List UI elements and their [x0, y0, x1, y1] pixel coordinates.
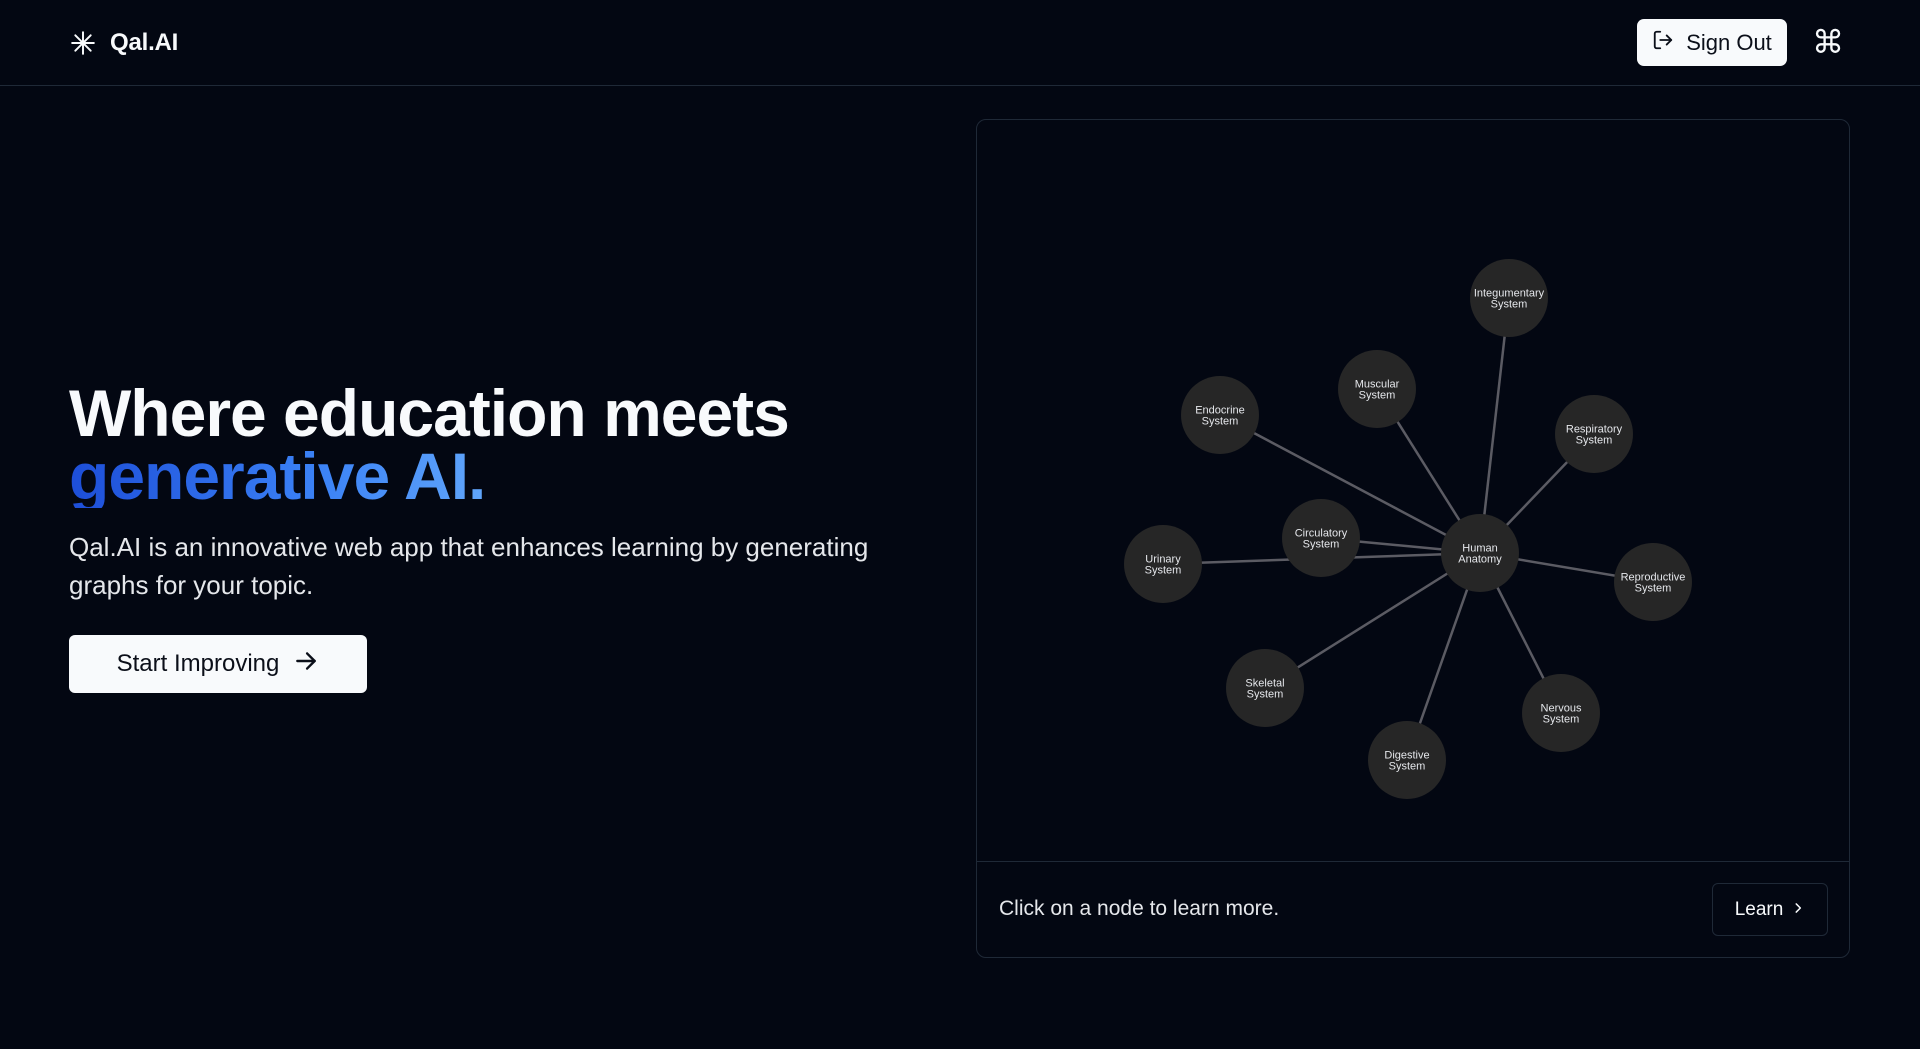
- graph-node-circle[interactable]: [1522, 674, 1600, 752]
- sparkle-asterisk-icon: [70, 30, 96, 56]
- sign-out-button[interactable]: Sign Out: [1637, 19, 1787, 66]
- hero-title: Where education meets generative AI.: [69, 376, 949, 513]
- graph-node-circle[interactable]: [1441, 514, 1519, 592]
- top-header: Qal.AI Sign Out ⌘: [0, 0, 1920, 86]
- learn-button[interactable]: Learn: [1712, 883, 1828, 936]
- graph-hint: Click on a node to learn more.: [999, 897, 1280, 920]
- graph-node-circle[interactable]: [1124, 525, 1202, 603]
- graph-footer: Click on a node to learn more. Learn: [977, 861, 1849, 957]
- graph-node-circle[interactable]: [1338, 350, 1416, 428]
- hero-subtitle: Qal.AI is an innovative web app that enh…: [69, 532, 869, 600]
- graph-node-circle[interactable]: [1555, 395, 1633, 473]
- graph-edge-endocrine: [1219, 413, 1481, 555]
- brand[interactable]: Qal.AI: [70, 26, 178, 60]
- graph-edge-integumentary: [1478, 297, 1511, 554]
- hero-title-highlight: generative AI.: [69, 439, 486, 513]
- start-improving-button[interactable]: Start Improving: [69, 635, 367, 693]
- graph-node-circle[interactable]: [1470, 259, 1548, 337]
- graph-edge-skeletal: [1264, 551, 1481, 690]
- brand-name: Qal.AI: [110, 29, 179, 56]
- command-menu-icon[interactable]: ⌘: [1812, 24, 1844, 60]
- hero-title-line1: Where education meets: [69, 376, 790, 450]
- graph-node-circle[interactable]: [1614, 543, 1692, 621]
- arrow-right-icon: [293, 648, 319, 681]
- chevron-right-icon: [1791, 899, 1805, 921]
- graph-node-circle[interactable]: [1181, 376, 1259, 454]
- log-out-icon: [1652, 29, 1674, 57]
- graph-node-circle[interactable]: [1282, 499, 1360, 577]
- learn-label: Learn: [1734, 898, 1784, 920]
- sign-out-label: Sign Out: [1686, 29, 1772, 55]
- cta-label: Start Improving: [116, 650, 280, 677]
- graph-node-circle[interactable]: [1226, 649, 1304, 727]
- graph-node-circle[interactable]: [1368, 721, 1446, 799]
